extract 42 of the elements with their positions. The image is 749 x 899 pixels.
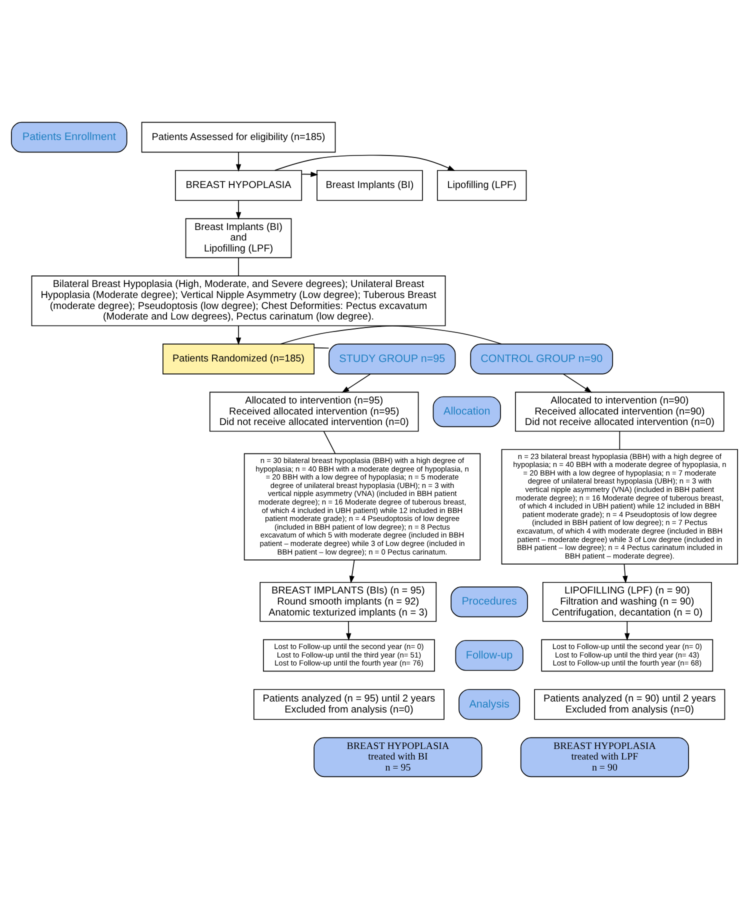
node-box: BREAST HYPOPLASIA treated with BI n = 95 bbox=[314, 737, 482, 778]
connector bbox=[314, 347, 330, 349]
connector bbox=[238, 258, 239, 276]
node-box: Allocated to intervention (n=95) Received allocated intervention (n=95) Did not receive allocated intervention (n=0) bbox=[209, 392, 419, 432]
node-box: BREAST IMPLANTS (BIs) (n = 95) Round smooth implants (n = 92) Anatomic texturized implants (n = 3) bbox=[260, 582, 437, 622]
node-box: Analysis bbox=[458, 689, 520, 720]
arrow bbox=[236, 326, 242, 346]
node-box: Patients analyzed (n = 95) until 2 years Excluded from analysis (n=0) bbox=[253, 689, 444, 720]
node-box: STUDY GROUP n=95 bbox=[328, 344, 456, 374]
node-box: Patients Assessed for eligibility (n=185) bbox=[141, 122, 336, 153]
node-box: n = 30 bilateral breast hypoplasia (BBH) with a high degree of hypoplasia; n = 40 BBH with a moderate degree of hypoplasia, n = 20 BBH with a low degree of hypoplasia; n = 5 moderate degree of unilateral breast hypoplasia (UBH); n = 3 with vertical nipple asymmetry (VNA) (included in BBH patient moderate degree); n = 16 Moderate degree of tuberous breast, of which 4 included in UBH patient) while 12 included in BBH patient moderate grade); n = 4 Pseudoptosis of low degree (included in BBH patient of low degree); n = 8 Pectus excavatum of which 5 with moderate degree (included in BBH patient – moderate degree) while 3 of Low degree (included in BBH patient – low degree); n = 0 Pectus carinatum. bbox=[244, 453, 481, 560]
arrow bbox=[301, 172, 318, 177]
node-box: Lost to Follow-up until the second year (n= 0) Lost to Follow-up until the third year (n= 51) Lost to Follow-up until the fourth year (n= 76) bbox=[263, 639, 435, 672]
node-box: Allocation bbox=[432, 396, 501, 428]
node-box: Breast Implants (BI) bbox=[316, 170, 423, 201]
node-box: Bilateral Breast Hypoplasia (High, Moderate, and Severe degrees); Unilateral Breast Hypoplasia (Moderate degree); Vertical Nipple Asymmetry (Low degree); Tuberous Breast (moderate degree); Pseudoptosis (low degree); Chest Deformities: Pectus excavatum (Moderate and Low degrees), Pectus carinatum (low degree). bbox=[31, 276, 446, 326]
node-box: Lipofilling (LPF) bbox=[436, 170, 527, 201]
arrow bbox=[624, 621, 630, 641]
node-box: BREAST HYPOPLASIA bbox=[175, 170, 302, 201]
connector bbox=[280, 326, 502, 344]
arrow bbox=[346, 621, 352, 641]
node-box: LIPOFILLING (LPF) (n = 90) Filtration and washing (n = 90) Centrifugation, decantation (n = 0) bbox=[542, 582, 712, 622]
node-box: Follow-up bbox=[455, 640, 524, 671]
node-box: Procedures bbox=[450, 586, 528, 618]
connector bbox=[619, 431, 620, 450]
arrow bbox=[236, 152, 242, 172]
node-box: Patients Enrollment bbox=[11, 122, 128, 153]
node-box: Patients Randomized (n=185) bbox=[162, 344, 314, 374]
arrow bbox=[274, 154, 456, 171]
node-box: CONTROL GROUP n=90 bbox=[470, 344, 614, 374]
node-box: Breast Implants (BI) and Lipofilling (LPF) bbox=[185, 218, 292, 258]
arrow bbox=[562, 374, 592, 393]
arrow bbox=[236, 200, 242, 220]
node-box: Patients analyzed (n = 90) until 2 years Excluded from analysis (n=0) bbox=[534, 689, 726, 720]
arrow bbox=[342, 374, 371, 393]
arrow bbox=[349, 560, 355, 584]
node-box: n = 23 bilateral breast hypoplasia (BBH) with a high degree of hypoplasia; n = 40 BBH with a moderate degree of hypoplasia, n = 20 BBH with a low degree of hypoplasia; n = 7 moderate degree of unilateral breast hypoplasia (UBH); n = 3 with vertical nipple asymmetry (VNA) (included in BBH patient moderate degree); n = 16 Moderate degree of tuberous breast, of which 4 included in UBH patient) while 12 included in BBH patient moderate grade); n = 4 Pseudoptosis of low degree (included in BBH patient of low degree); n = 7 Pectus excavatum, of which 4 with moderate degree (included in BBH patient – moderate degree) while 3 of Low degree (included in BBH patient – low degree); n = 4 Pectus carinatum included in BBH patient – moderate degree). bbox=[501, 449, 738, 564]
connector bbox=[323, 431, 336, 454]
arrow bbox=[622, 564, 628, 584]
node-box: Allocated to intervention (n=90) Received allocated intervention (n=90) Did not receive allocated intervention (n=0) bbox=[515, 392, 724, 432]
node-box: BREAST HYPOPLASIA treated with LPF n = 90 bbox=[520, 737, 690, 778]
node-box: Lost to Follow-up until the second year (n= 0) Lost to Follow-up until the third year (n= 43) Lost to Follow-up until the fourth year (n= 68) bbox=[541, 639, 714, 672]
